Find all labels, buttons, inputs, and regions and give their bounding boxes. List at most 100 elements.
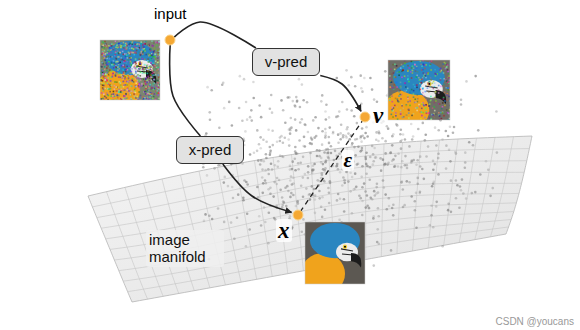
noise-pixel — [401, 104, 403, 106]
noise-pixel — [140, 95, 142, 97]
sample-dot — [297, 168, 300, 171]
sample-dot — [297, 202, 300, 205]
sample-dot — [435, 144, 438, 147]
noise-pixel — [142, 48, 144, 50]
noise-pixel — [416, 94, 418, 96]
noise-pixel — [102, 90, 104, 92]
sample-dot — [279, 189, 282, 192]
noise-pixel — [141, 62, 143, 64]
sample-dot — [323, 151, 326, 154]
sample-dot — [387, 127, 390, 130]
noise-pixel — [122, 75, 124, 77]
noise-pixel — [151, 66, 153, 68]
noise-pixel — [399, 94, 401, 96]
sample-dot — [294, 146, 297, 149]
noise-pixel — [407, 70, 409, 72]
noise-pixel — [149, 93, 151, 95]
noise-pixel — [409, 100, 411, 102]
sample-dot — [248, 228, 251, 231]
noise-pixel — [128, 66, 130, 68]
noise-pixel — [142, 51, 144, 53]
noise-pixel — [391, 101, 393, 103]
sample-dot — [325, 103, 328, 106]
noise-pixel — [105, 73, 107, 75]
sample-dot — [374, 194, 377, 197]
noise-pixel — [150, 79, 152, 81]
noise-pixel — [156, 69, 158, 71]
noise-pixel — [424, 91, 426, 93]
noise-pixel — [398, 101, 400, 103]
noise-pixel — [152, 68, 154, 70]
sample-dot — [400, 147, 403, 150]
noise-pixel — [151, 53, 153, 55]
noise-pixel — [123, 84, 125, 86]
noise-pixel — [409, 67, 411, 69]
noise-pixel — [150, 88, 152, 90]
noise-pixel — [128, 44, 130, 46]
noise-pixel — [108, 88, 110, 90]
sample-dot — [366, 135, 369, 138]
manifold-grid — [101, 172, 524, 228]
noise-pixel — [441, 118, 443, 120]
noise-pixel — [429, 117, 431, 119]
sample-dot — [424, 133, 427, 136]
noise-pixel — [396, 86, 398, 88]
noise-pixel — [102, 84, 104, 86]
noise-pixel — [108, 65, 110, 67]
noise-pixel — [135, 76, 137, 78]
noise-pixel — [137, 43, 139, 45]
sample-dot — [365, 126, 368, 129]
noise-pixel — [440, 78, 442, 80]
process-box: v-pred — [252, 48, 321, 76]
noise-pixel — [116, 61, 118, 63]
sample-dot — [462, 192, 465, 195]
sample-dot — [307, 171, 310, 174]
noise-pixel — [397, 98, 399, 100]
sample-dot — [269, 150, 272, 153]
noise-pixel — [104, 79, 106, 81]
noise-pixel — [422, 87, 424, 89]
noise-pixel — [444, 92, 446, 94]
sample-dot — [363, 182, 366, 185]
noise-pixel — [156, 64, 158, 66]
noise-pixel — [402, 117, 404, 119]
noise-pixel — [127, 74, 129, 76]
sample-dot — [460, 98, 463, 101]
sample-dot — [233, 237, 236, 240]
sample-dot — [250, 109, 253, 112]
noise-pixel — [126, 62, 128, 64]
noise-pixel — [105, 47, 107, 49]
noise-pixel — [110, 58, 112, 60]
noise — [388, 60, 450, 120]
noise-pixel — [115, 67, 117, 69]
noise-pixel — [144, 81, 146, 83]
noise-pixel — [115, 73, 117, 75]
noise-pixel — [113, 62, 115, 64]
sample-dot — [295, 205, 298, 208]
sample-dot — [376, 241, 379, 244]
noise-pixel — [105, 43, 107, 45]
noise-pixel — [103, 77, 105, 79]
noise-pixel — [448, 87, 450, 89]
noise-pixel — [428, 91, 430, 93]
noise-pixel — [108, 88, 110, 90]
noise-pixel — [138, 58, 140, 60]
noise-pixel — [112, 73, 114, 75]
noise-pixel — [152, 45, 154, 47]
sample-dot — [302, 176, 305, 179]
noise-pixel — [407, 95, 409, 97]
noise-pixel — [413, 84, 415, 86]
noise-pixel — [150, 74, 152, 76]
noise-pixel — [446, 109, 448, 111]
noise-pixel — [103, 77, 105, 79]
noise-pixel — [157, 57, 159, 59]
noise-pixel — [143, 91, 145, 93]
noise-pixel — [404, 75, 406, 77]
sample-dot — [206, 174, 209, 177]
noise-pixel — [110, 49, 112, 51]
noise-pixel — [421, 82, 423, 84]
noise-pixel — [153, 83, 155, 85]
noise-pixel — [429, 86, 431, 88]
noise-pixel — [405, 86, 407, 88]
noise-pixel — [157, 49, 159, 51]
